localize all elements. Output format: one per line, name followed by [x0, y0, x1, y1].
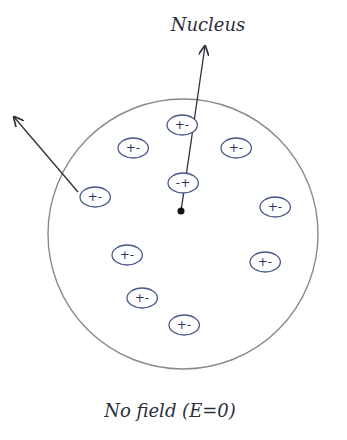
charge-signs: -+	[176, 177, 190, 189]
charge-signs: +-	[135, 292, 149, 304]
dipole-oval: +-	[221, 138, 251, 158]
dipole-oval: +-	[169, 315, 199, 335]
part-label: Nucleus	[171, 14, 246, 35]
dipole-oval: +-	[118, 138, 148, 158]
dipole-oval: +-	[112, 245, 142, 265]
dipole-oval: +-	[167, 115, 197, 135]
charge-signs: +-	[177, 319, 191, 331]
atom-outline	[48, 99, 318, 369]
dipole-oval: +-	[250, 252, 280, 272]
charge-signs: +-	[175, 119, 189, 131]
charge-signs: +-	[88, 191, 102, 203]
charge-signs: +-	[126, 142, 140, 154]
charge-signs: +-	[268, 201, 282, 213]
charge-signs: +-	[258, 256, 272, 268]
dipole-oval: -+	[168, 173, 198, 193]
charge-signs: +-	[120, 249, 134, 261]
condition-note: No field (E=0)	[104, 400, 236, 421]
dipole-oval: +-	[80, 187, 110, 207]
charge-signs: +-	[229, 142, 243, 154]
dipole-leader	[14, 117, 78, 192]
dipole-oval: +-	[260, 197, 290, 217]
nucleus-dot	[178, 208, 185, 215]
dipole-oval: +-	[127, 288, 157, 308]
